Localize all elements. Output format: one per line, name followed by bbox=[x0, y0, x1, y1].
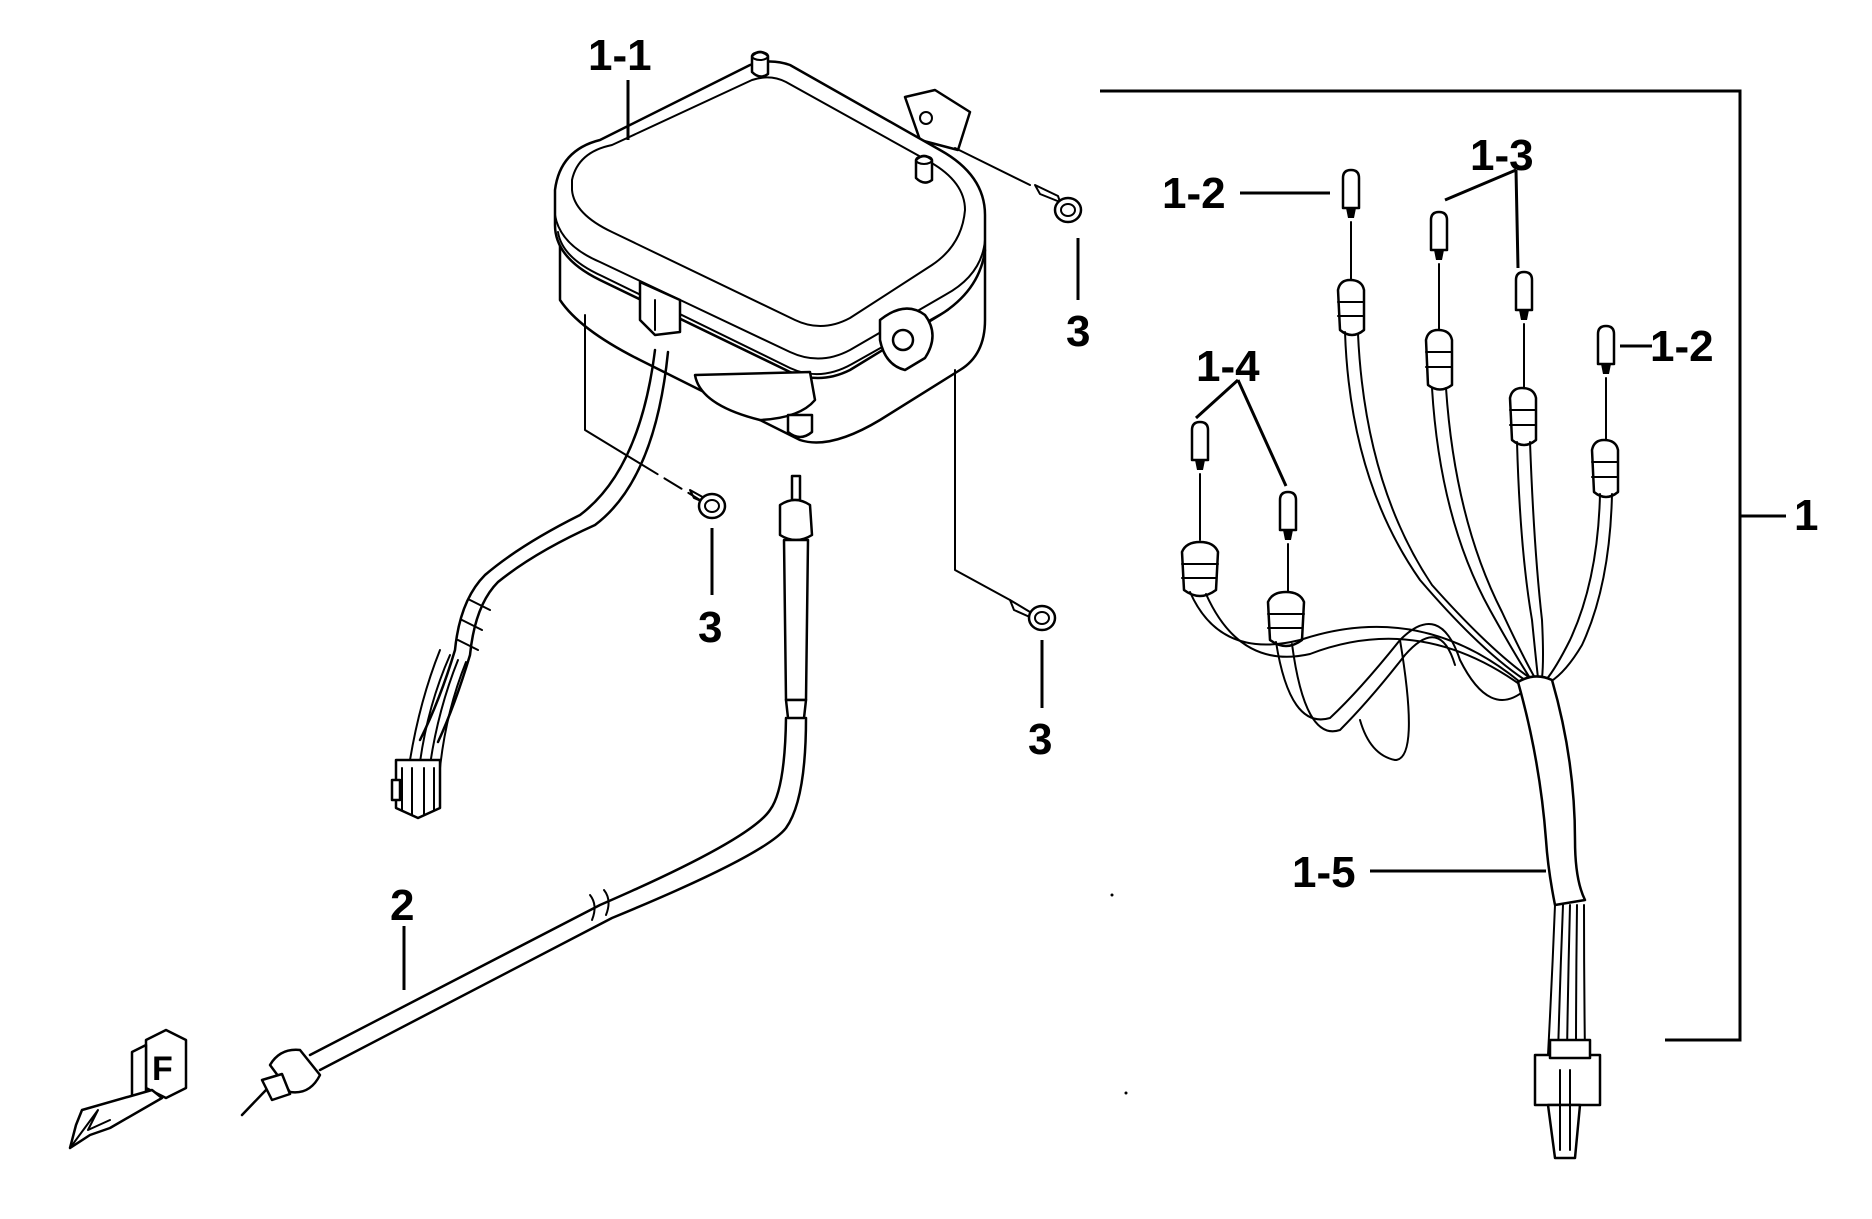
callout-1-1: 1-1 bbox=[588, 31, 652, 80]
callout-1-4: 1-4 bbox=[1196, 342, 1260, 391]
callout-1-2-top: 1-2 bbox=[1162, 169, 1226, 218]
bulb-1-2-top bbox=[1336, 168, 1366, 337]
bulb-1-2-right bbox=[1590, 324, 1620, 499]
callout-1: 1 bbox=[1794, 491, 1818, 540]
callout-3-middle: 3 bbox=[698, 603, 722, 652]
callout-3-bottom: 3 bbox=[1028, 715, 1052, 764]
screw-top bbox=[1034, 184, 1083, 300]
callout-1-2-right: 1-2 bbox=[1650, 322, 1714, 371]
callout-1-5: 1-5 bbox=[1292, 848, 1356, 897]
callout-1-3: 1-3 bbox=[1470, 131, 1534, 180]
wire-harness bbox=[1180, 168, 1620, 1160]
front-letter: F bbox=[152, 1050, 173, 1088]
speedometer-lead-wire bbox=[390, 348, 670, 820]
callout-2: 2 bbox=[390, 881, 414, 930]
bulb-1-4-right bbox=[1266, 490, 1306, 648]
speedometer-assembly bbox=[553, 50, 987, 444]
screw-bottom bbox=[1009, 599, 1057, 708]
callout-leaders bbox=[402, 80, 1652, 990]
speedometer-cable bbox=[240, 474, 814, 1117]
bulb-1-3-right bbox=[1508, 270, 1538, 447]
screw-leader-lines bbox=[584, 147, 1031, 601]
bulb-1-4-left bbox=[1180, 420, 1220, 598]
front-direction-arrow-icon: F bbox=[68, 1028, 188, 1150]
callout-3-top: 3 bbox=[1066, 307, 1090, 356]
bulb-1-3-left bbox=[1424, 210, 1454, 391]
item-1-bracket bbox=[1100, 89, 1786, 1042]
screw-middle bbox=[689, 489, 727, 595]
